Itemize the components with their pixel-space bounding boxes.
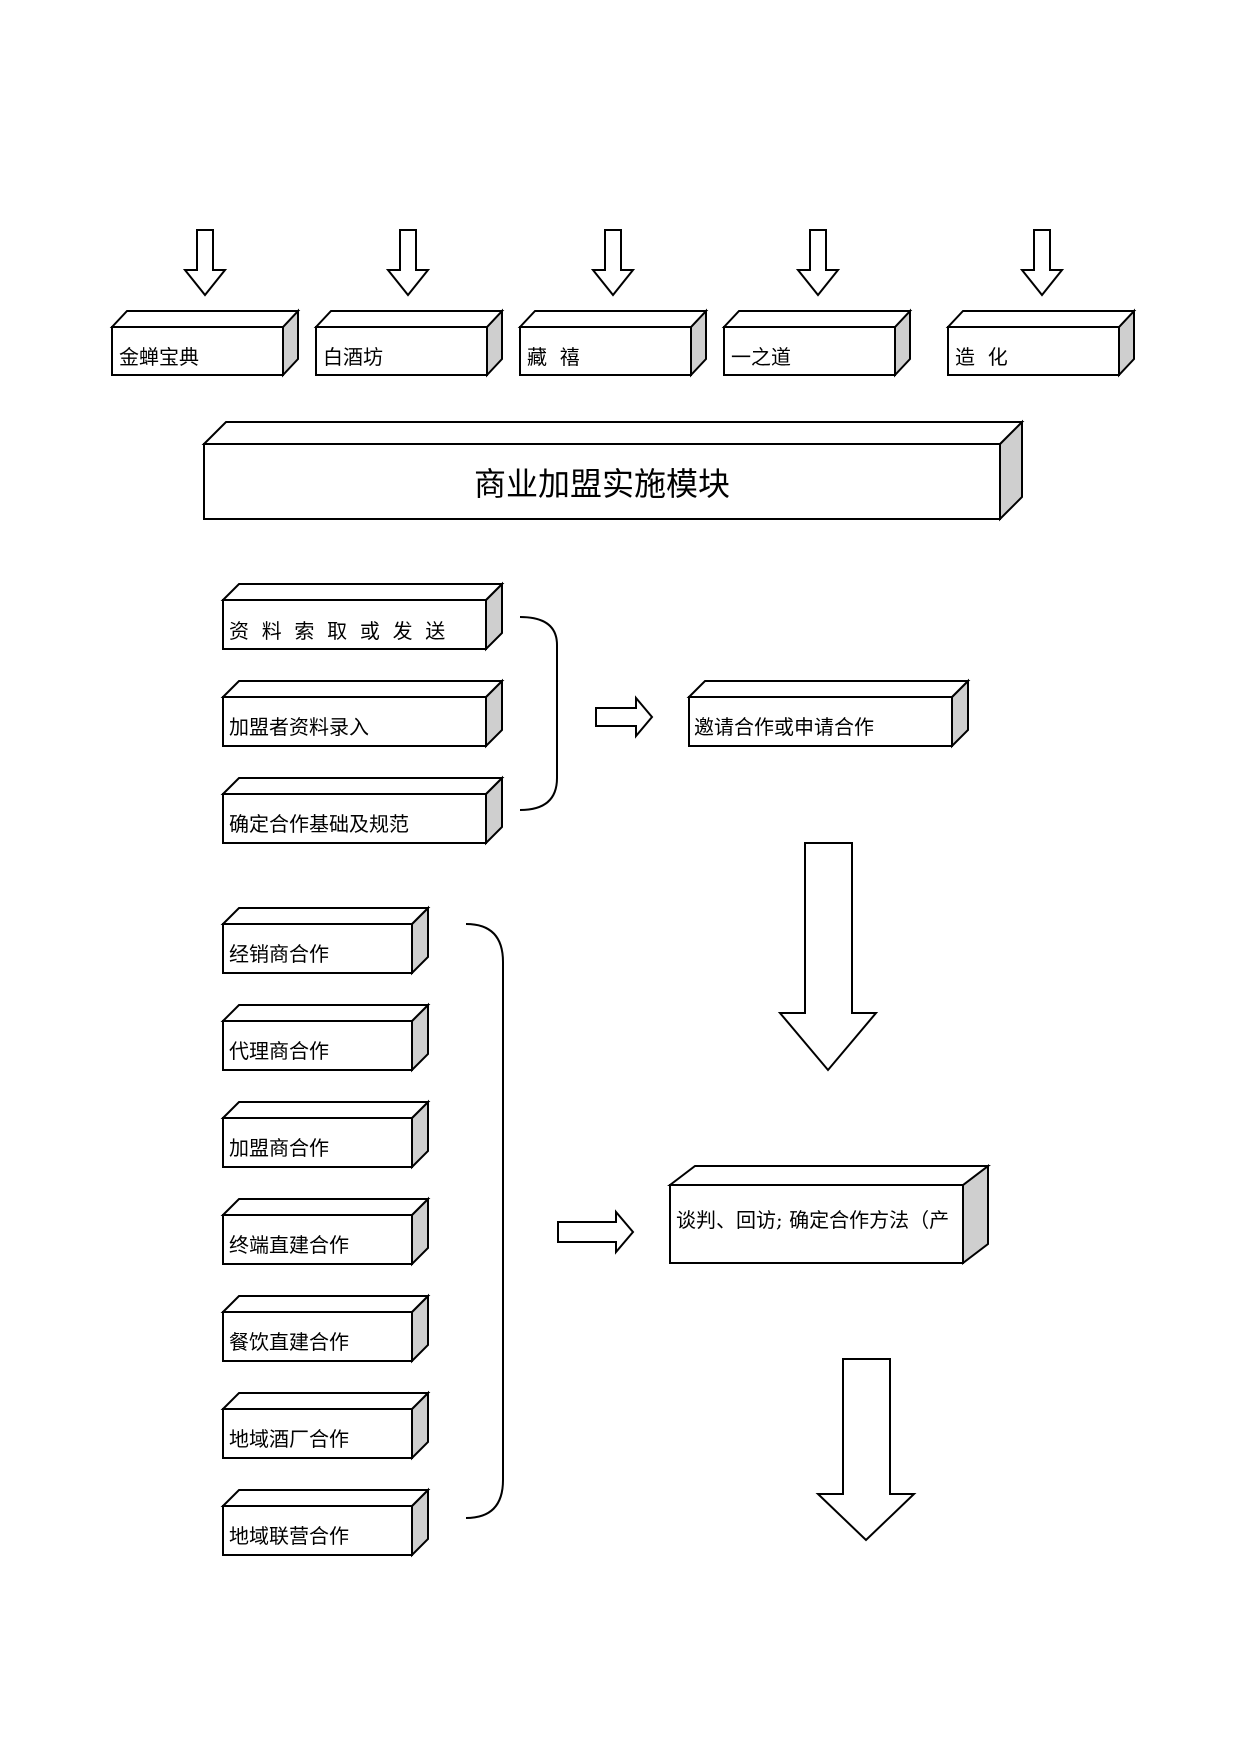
step1-result-label: 邀请合作或申请合作 (694, 715, 874, 739)
step1-right-arrow (595, 695, 654, 739)
brand-label: 金蝉宝典 (119, 345, 199, 369)
step2-box: 餐饮直建合作 (220, 1293, 431, 1364)
step2-box: 代理商合作 (220, 1002, 431, 1073)
step2-label: 地域联营合作 (229, 1524, 349, 1548)
top-down-arrow (182, 229, 228, 297)
brand-label: 一之道 (731, 345, 791, 369)
step2-label: 餐饮直建合作 (229, 1330, 349, 1354)
step2-box: 地域联营合作 (220, 1487, 431, 1558)
step1-result-box: 邀请合作或申请合作 (686, 678, 971, 749)
large-down-arrow (777, 842, 879, 1072)
top-down-arrow (1019, 229, 1065, 297)
top-down-arrow (385, 229, 431, 297)
step2-box: 终端直建合作 (220, 1196, 431, 1267)
step2-label: 代理商合作 (229, 1039, 329, 1063)
main-title: 商业加盟实施模块 (474, 465, 730, 503)
step2-box: 地域酒厂合作 (220, 1390, 431, 1461)
step1-label: 确定合作基础及规范 (229, 812, 409, 836)
brand-box: 一之道 (721, 308, 913, 378)
brand-label: 白酒坊 (323, 345, 383, 369)
brand-box: 白酒坊 (313, 308, 505, 378)
step1-box: 加盟者资料录入 (220, 678, 505, 749)
step2-box: 经销商合作 (220, 905, 431, 976)
brand-label: 造 化 (955, 345, 1008, 369)
step1-label: 加盟者资料录入 (229, 715, 369, 739)
step1-box: 确定合作基础及规范 (220, 775, 505, 846)
step1-label: 资 料 索 取 或 发 送 (229, 619, 445, 643)
main-title-box: 商业加盟实施模块 (201, 419, 1025, 522)
step2-label: 经销商合作 (229, 942, 329, 966)
brand-box: 藏 禧 (517, 308, 709, 378)
step2-result-label: 谈判、回访; 确定合作方法（产 (676, 1208, 949, 1232)
step1-box: 资 料 索 取 或 发 送 (220, 581, 505, 652)
step2-box: 加盟商合作 (220, 1099, 431, 1170)
step1-bracket (519, 616, 558, 811)
top-down-arrow (590, 229, 636, 297)
top-down-arrow (795, 229, 841, 297)
step2-label: 地域酒厂合作 (229, 1427, 349, 1451)
brand-box: 造 化 (945, 308, 1137, 378)
brand-box: 金蝉宝典 (109, 308, 301, 378)
step2-right-arrow (557, 1209, 635, 1255)
step2-bracket (465, 923, 504, 1519)
step2-label: 加盟商合作 (229, 1136, 329, 1160)
large-down-arrow (815, 1358, 917, 1542)
step2-result-box: 谈判、回访; 确定合作方法（产 (667, 1163, 991, 1266)
brand-label: 藏 禧 (527, 345, 580, 369)
step2-label: 终端直建合作 (229, 1233, 349, 1257)
